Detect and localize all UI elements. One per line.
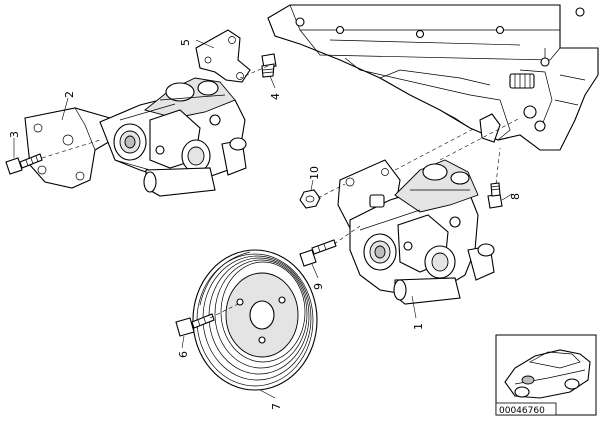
right-power-steering-pump xyxy=(349,159,495,305)
left-mounting-bracket xyxy=(24,107,113,189)
nut-10 xyxy=(299,189,321,209)
bolt-8 xyxy=(487,182,503,209)
leader-lines xyxy=(13,39,513,399)
callout-1: 1 xyxy=(412,323,425,330)
bolt-6 xyxy=(175,313,215,337)
left-power-steering-pump xyxy=(99,77,247,197)
bolt-4 xyxy=(261,53,277,78)
callout-6: 6 xyxy=(177,351,190,358)
car-icon xyxy=(504,349,591,399)
assembly-lines xyxy=(41,65,521,319)
reference-number: 00046760 xyxy=(499,406,545,416)
callout-labels: 1 2 3 4 5 6 7 8 9 10 xyxy=(8,39,522,410)
callout-5: 5 xyxy=(179,39,192,46)
callout-4: 4 xyxy=(269,93,282,100)
engine-housing xyxy=(267,4,599,151)
callout-8: 8 xyxy=(509,193,522,200)
bolt-3 xyxy=(5,153,43,175)
callout-10: 10 xyxy=(308,166,321,180)
upper-bracket xyxy=(195,29,251,83)
vehicle-thumbnail: 00046760 xyxy=(495,334,597,416)
callout-7: 7 xyxy=(270,403,283,410)
callout-9: 9 xyxy=(312,283,325,290)
callout-2: 2 xyxy=(63,91,76,98)
callout-3: 3 xyxy=(8,131,21,138)
bolt-9 xyxy=(299,239,337,267)
